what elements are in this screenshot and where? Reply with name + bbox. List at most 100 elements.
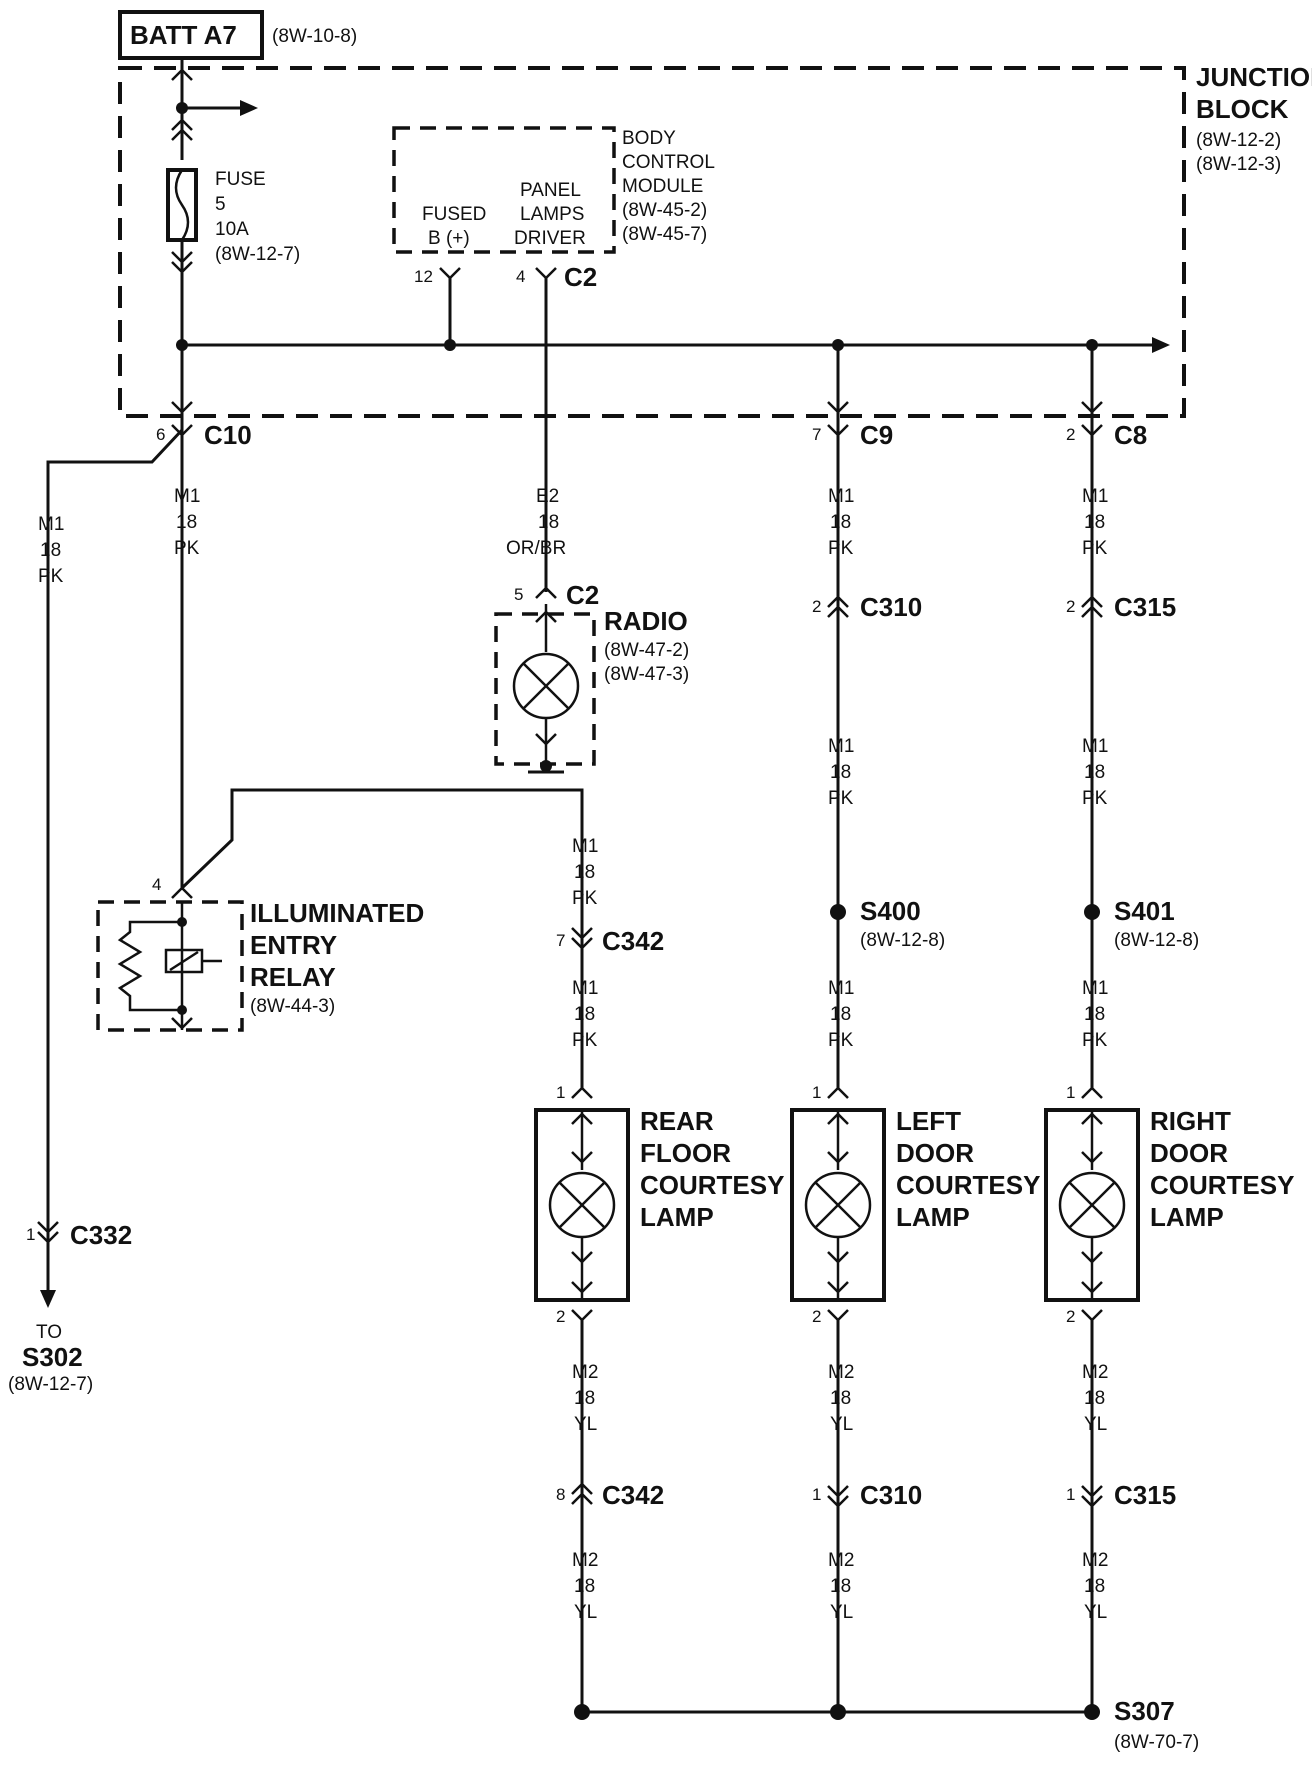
c9-pin: 7 xyxy=(812,425,821,444)
left-lamp-label-3: COURTESY xyxy=(896,1170,1040,1200)
wire-circuit: M1 xyxy=(174,486,200,507)
wire-circuit: M2 xyxy=(828,1362,854,1383)
wire-c10-relay: M1 18 PK 4 xyxy=(152,430,200,899)
radio: RADIO (8W-47-2) (8W-47-3) xyxy=(494,604,689,774)
wire-circuit: M2 xyxy=(1082,1362,1108,1383)
c315-bottom-label: C315 xyxy=(1114,1480,1176,1510)
bcm-panel-label-1: PANEL xyxy=(520,180,581,201)
c342-top-label: C342 xyxy=(602,926,664,956)
wire-color: PK xyxy=(1082,538,1108,559)
connector-c10: 6 C10 xyxy=(156,345,252,450)
bcm-label-3: MODULE xyxy=(622,176,703,197)
relay-ref: (8W-44-3) xyxy=(250,996,335,1017)
rear-lamp-label-3: COURTESY xyxy=(640,1170,784,1200)
lamp-right-door: 1 RIGHT DOOR COURTESY LAMP 2 xyxy=(1044,1083,1294,1326)
c8-label: C8 xyxy=(1114,420,1147,450)
connector-c9: 7 C9 xyxy=(812,345,893,470)
relay-label-1: ILLUMINATED xyxy=(250,898,424,928)
wire-color: PK xyxy=(174,538,200,559)
s307-ref: (8W-70-7) xyxy=(1114,1732,1199,1753)
wire-relay-rear-lamp: M1 18 PK 7 C342 M1 18 PK xyxy=(180,788,664,1088)
left-lamp-pin-top: 1 xyxy=(812,1083,821,1102)
right-lamp-label-3: COURTESY xyxy=(1150,1170,1294,1200)
wire-circuit: M1 xyxy=(1082,486,1108,507)
wire-gauge: 18 xyxy=(1084,1576,1105,1597)
wire-color: YL xyxy=(1084,1602,1107,1623)
wire-color: PK xyxy=(572,888,598,909)
wire-gauge: 18 xyxy=(1084,512,1105,533)
wire-circuit: M1 xyxy=(828,736,854,757)
wire-panel-radio: E2 18 OR/BR 5 C2 xyxy=(506,278,599,610)
bus-bar xyxy=(176,278,1170,353)
wire-c8-right-door: M1 18 PK 2 C315 M1 18 PK S401 (8W-12-8) … xyxy=(1066,470,1199,1088)
bcm-pin-panel: 4 xyxy=(516,267,525,286)
wire-color: YL xyxy=(830,1414,853,1435)
relay-label-2: ENTRY xyxy=(250,930,337,960)
c315-bottom-pin: 1 xyxy=(1066,1485,1075,1504)
s307-label: S307 xyxy=(1114,1696,1175,1726)
left-lamp-pin-bottom: 2 xyxy=(812,1307,821,1326)
wire-gauge: 18 xyxy=(830,512,851,533)
ground-wire-right: M2 18 YL 1 C315 M2 18 YL xyxy=(1066,1320,1176,1712)
fuse-number: 5 xyxy=(215,194,226,215)
junction-block-ref-2: (8W-12-3) xyxy=(1196,154,1281,175)
wire-circuit: M2 xyxy=(828,1550,854,1571)
wire-gauge: 18 xyxy=(574,862,595,883)
wire-color: PK xyxy=(828,538,854,559)
battery-feed xyxy=(171,58,258,160)
s302-label: S302 xyxy=(22,1342,83,1372)
wire-color: PK xyxy=(572,1030,598,1051)
bcm-ref-2: (8W-45-7) xyxy=(622,224,707,245)
c315-top-label: C315 xyxy=(1114,592,1176,622)
wire-gauge: 18 xyxy=(830,1576,851,1597)
battery-ref: (8W-10-8) xyxy=(272,26,357,47)
fuse-ref: (8W-12-7) xyxy=(215,244,300,265)
rear-lamp-pin-bottom: 2 xyxy=(556,1307,565,1326)
wire-gauge: 18 xyxy=(574,1576,595,1597)
wire-circuit: M2 xyxy=(572,1550,598,1571)
bcm-fused-label-1: FUSED xyxy=(422,204,486,225)
radio-ref-1: (8W-47-2) xyxy=(604,640,689,661)
relay-label-3: RELAY xyxy=(250,962,336,992)
c10-pin: 6 xyxy=(156,425,165,444)
rear-lamp-label-4: LAMP xyxy=(640,1202,714,1232)
c310-top-pin: 2 xyxy=(812,597,821,616)
wire-color: PK xyxy=(828,788,854,809)
radio-label: RADIO xyxy=(604,606,688,636)
wire-color: PK xyxy=(1082,788,1108,809)
wire-gauge: 18 xyxy=(830,1388,851,1409)
s400-ref: (8W-12-8) xyxy=(860,930,945,951)
wire-circuit: E2 xyxy=(536,486,559,507)
wire-circuit: M1 xyxy=(828,486,854,507)
illuminated-entry-relay: ILLUMINATED ENTRY RELAY (8W-44-3) xyxy=(96,898,424,1032)
s401-label: S401 xyxy=(1114,896,1175,926)
c332-label: C332 xyxy=(70,1220,132,1250)
c310-bottom-label: C310 xyxy=(860,1480,922,1510)
rear-lamp-pin-top: 1 xyxy=(556,1083,565,1102)
left-lamp-label-1: LEFT xyxy=(896,1106,961,1136)
c2-radio-pin: 5 xyxy=(514,585,523,604)
lamp-rear-floor: 1 REAR FLOOR COURTESY LAMP 2 xyxy=(534,1083,784,1326)
wire-circuit: M2 xyxy=(1082,1550,1108,1571)
bcm-connector: C2 xyxy=(564,262,597,292)
bcm-fused-label-2: B (+) xyxy=(428,228,470,249)
right-lamp-label-1: RIGHT xyxy=(1150,1106,1231,1136)
to-label: TO xyxy=(36,1322,62,1343)
wire-gauge: 18 xyxy=(830,1004,851,1025)
fuse-rating: 10A xyxy=(215,219,249,240)
right-lamp-label-4: LAMP xyxy=(1150,1202,1224,1232)
wire-gauge: 18 xyxy=(1084,762,1105,783)
wire-color: YL xyxy=(574,1602,597,1623)
fuse: FUSE 5 10A (8W-12-7) xyxy=(166,168,300,345)
splice-s307: S307 (8W-70-7) xyxy=(574,1696,1199,1753)
c332-pin: 1 xyxy=(26,1225,35,1244)
wire-circuit: M1 xyxy=(38,514,64,535)
left-lamp-label-4: LAMP xyxy=(896,1202,970,1232)
wire-color: OR/BR xyxy=(506,538,566,559)
s401-ref: (8W-12-8) xyxy=(1114,930,1199,951)
wire-gauge: 18 xyxy=(40,540,61,561)
wire-gauge: 18 xyxy=(176,512,197,533)
bcm-label-1: BODY xyxy=(622,128,676,149)
wire-circuit: M1 xyxy=(1082,736,1108,757)
right-lamp-pin-bottom: 2 xyxy=(1066,1307,1075,1326)
